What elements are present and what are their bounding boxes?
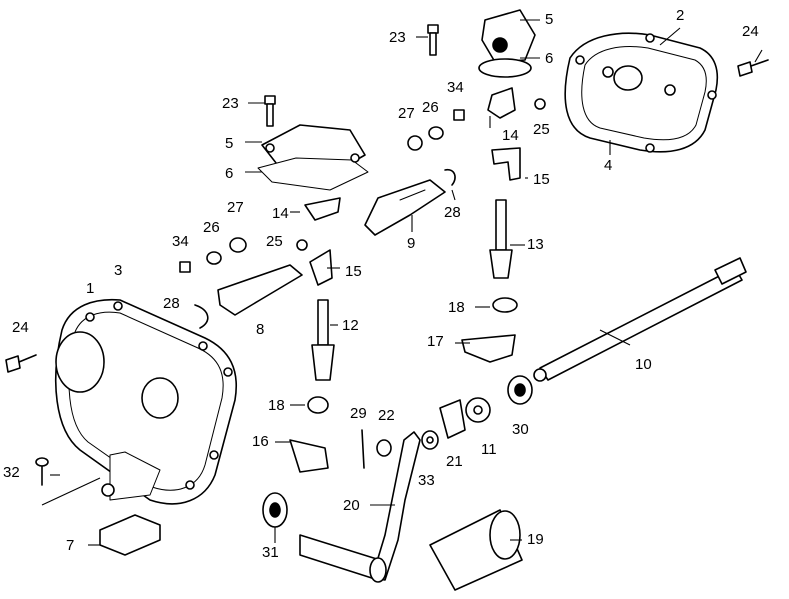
leader-lines: [41, 19, 763, 546]
callout-10: 10: [635, 356, 652, 373]
washer-27-lower-part: [229, 237, 247, 253]
callout-6-top: 6: [545, 50, 554, 67]
bracket-14-upper-part: [487, 87, 516, 119]
callout-26-left: 26: [203, 219, 220, 236]
washer-27-upper-part: [407, 135, 423, 151]
pin-29-part: [361, 429, 365, 469]
callout-17: 17: [427, 333, 444, 350]
guide-9-part: [364, 179, 446, 236]
bearing-30-part: [507, 375, 533, 405]
clip-28-lower-part: [194, 304, 209, 329]
callout-31: 31: [262, 544, 279, 561]
bolt-34-lower-part: [179, 261, 191, 273]
bolt-24-right: [737, 59, 769, 77]
callout-18-top: 18: [448, 299, 465, 316]
bolt-23-left: [264, 95, 276, 127]
callout-26-top: 26: [422, 99, 439, 116]
callout-19: 19: [527, 531, 544, 548]
washer-26-lower-part: [206, 251, 222, 265]
spring-18-lower-part: [307, 396, 329, 414]
callout-22: 22: [378, 407, 395, 424]
callout-14-top: 14: [502, 127, 519, 144]
washer-26-upper-part: [428, 126, 444, 140]
callout-25-left: 25: [266, 233, 283, 250]
bolt-25-lower-part: [296, 239, 308, 251]
callout-15-top: 15: [533, 171, 550, 188]
callout-27-left: 27: [227, 199, 244, 216]
housing-left-part: [257, 124, 369, 191]
guide-8-part: [217, 264, 303, 316]
clip-28-upper-part: [444, 168, 456, 186]
bolt-23-top: [427, 24, 439, 56]
shaft-12-part: [311, 299, 335, 381]
bearing-31-part: [262, 492, 288, 528]
callout-24-right: 24: [742, 23, 759, 40]
bracket-14-lower-part: [304, 197, 341, 221]
callout-27-top: 27: [398, 105, 415, 122]
callout-34-left: 34: [172, 233, 189, 250]
callout-23-top: 23: [389, 29, 406, 46]
callout-9: 9: [407, 235, 416, 252]
seal-7-part: [99, 514, 161, 556]
callout-15-left: 15: [345, 263, 362, 280]
bolt-34-upper-part: [453, 109, 465, 121]
gear-11-part: [465, 397, 491, 423]
callout-7: 7: [66, 537, 75, 554]
plate-16-part: [289, 439, 329, 473]
output-shaft-part: [299, 534, 387, 583]
callout-21: 21: [446, 453, 463, 470]
callout-5-top: 5: [545, 11, 554, 28]
callout-3: 3: [114, 262, 123, 279]
callout-20: 20: [343, 497, 360, 514]
callout-32: 32: [3, 464, 20, 481]
spring-18-upper-part: [492, 297, 518, 313]
callout-12: 12: [342, 317, 359, 334]
shaft-10-part: [533, 257, 747, 382]
callout-29: 29: [350, 405, 367, 422]
callout-5-left: 5: [225, 135, 234, 152]
callout-23-left: 23: [222, 95, 239, 112]
callout-6-left: 6: [225, 165, 234, 182]
callout-13: 13: [527, 236, 544, 253]
gear-19-part: [429, 509, 523, 591]
washer-33-part: [421, 430, 439, 450]
callout-28-left: 28: [163, 295, 180, 312]
callout-16: 16: [252, 433, 269, 450]
right-cover-part: [564, 32, 719, 153]
washer-22-part: [376, 439, 392, 457]
callout-34-top: 34: [447, 79, 464, 96]
callout-1: 1: [86, 280, 95, 297]
callout-2: 2: [676, 7, 685, 24]
bracket-15-lower-part: [309, 249, 333, 286]
lever-20-part: [371, 431, 421, 581]
left-cover-part: [54, 298, 237, 505]
bolt-32-part: [35, 457, 49, 486]
callout-18-left: 18: [268, 397, 285, 414]
callout-11: 11: [481, 441, 497, 458]
bolt-24-left: [5, 354, 37, 373]
callout-4: 4: [604, 157, 613, 174]
callout-30: 30: [512, 421, 529, 438]
callout-33: 33: [418, 472, 435, 489]
housing-top-part: [478, 9, 536, 78]
callout-28-top: 28: [444, 204, 461, 221]
callout-14-left: 14: [272, 205, 289, 222]
callout-24-left: 24: [12, 319, 29, 336]
callout-25-top: 25: [533, 121, 550, 138]
bolt-25-upper-part: [534, 98, 546, 110]
bracket-15-upper-part: [491, 147, 521, 181]
callout-8: 8: [256, 321, 265, 338]
plate-17-part: [461, 334, 516, 363]
plate-21-part: [439, 399, 466, 439]
shaft-13-part: [489, 199, 513, 279]
